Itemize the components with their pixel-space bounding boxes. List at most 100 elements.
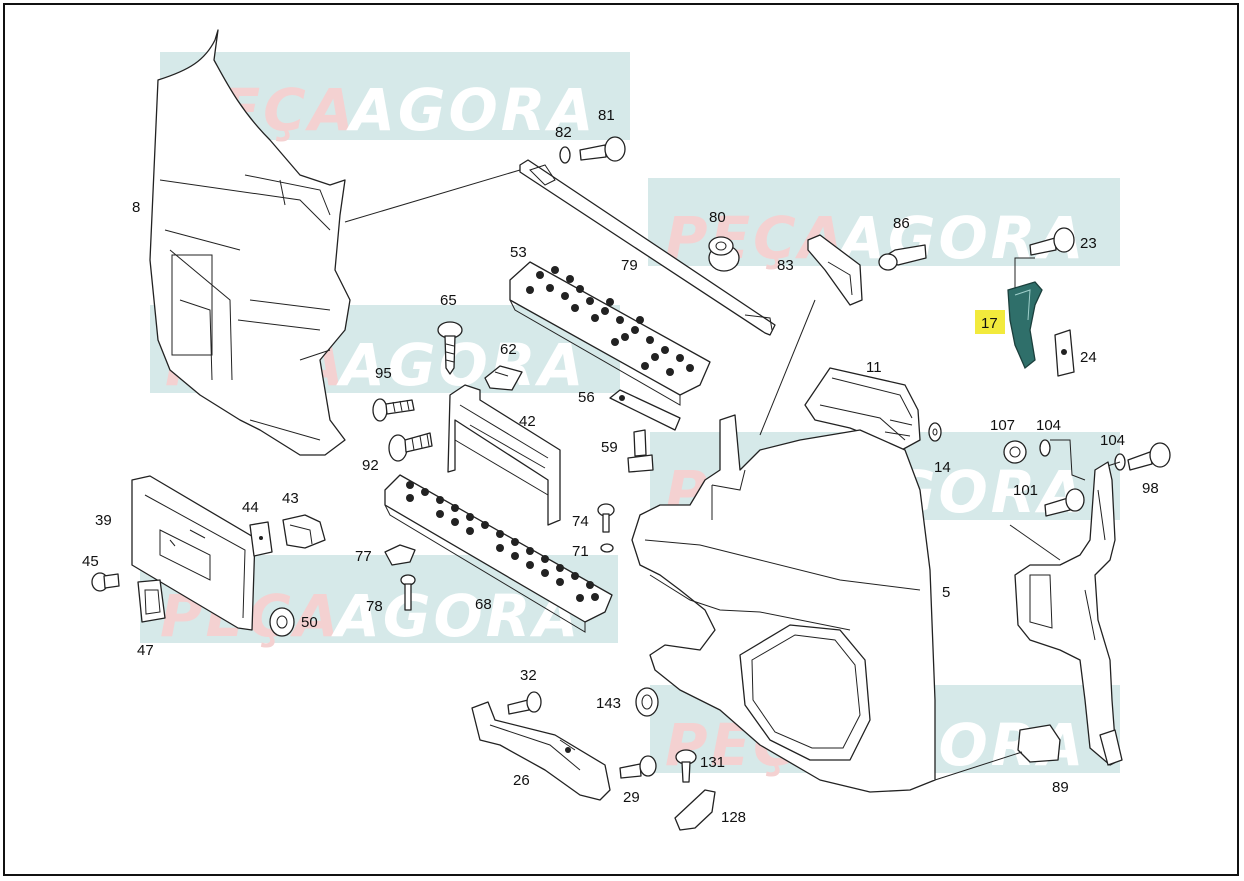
part-label: 143 [596, 695, 621, 712]
part-label: 98 [1142, 480, 1159, 497]
diagram-frame [3, 3, 1239, 876]
part-24-clip[interactable] [1054, 329, 1075, 377]
part-label: 82 [555, 124, 572, 141]
part-59-bolt[interactable] [627, 429, 654, 473]
part-26-bracket[interactable] [471, 701, 611, 801]
leader-line [1009, 524, 1061, 561]
part-14-washer[interactable] [928, 422, 942, 442]
part-77-clip[interactable] [384, 544, 416, 566]
leader-line [1014, 257, 1035, 290]
part-label: 53 [510, 244, 527, 261]
part-11-corner-cap[interactable] [804, 367, 921, 453]
leader-line [344, 169, 521, 223]
part-label: 43 [282, 490, 299, 507]
part-label: 128 [721, 809, 746, 826]
part-79-bar[interactable] [519, 159, 776, 336]
part-82-washer[interactable] [559, 146, 571, 164]
part-43-clip[interactable] [282, 514, 326, 549]
part-17-bracket-highlighted[interactable] [1007, 281, 1043, 370]
part-44-plate[interactable] [249, 521, 273, 557]
part-47-clip[interactable] [137, 579, 166, 623]
part-label: 107 [990, 417, 1015, 434]
part-label: 74 [572, 513, 589, 530]
part-label: 45 [82, 553, 99, 570]
part-label: 77 [355, 548, 372, 565]
part-98-bolt[interactable] [1127, 442, 1171, 471]
part-65-screw[interactable] [437, 321, 463, 375]
leader-line [934, 751, 1023, 781]
part-label: 95 [375, 365, 392, 382]
part-56-bar[interactable] [609, 389, 681, 431]
part-label: 131 [700, 754, 725, 771]
part-8-left-panel[interactable] [149, 29, 351, 456]
part-53-upper-step[interactable] [509, 261, 711, 406]
part-label: 101 [1013, 482, 1038, 499]
part-131-screw[interactable] [675, 749, 697, 783]
part-92-screw[interactable] [388, 432, 433, 462]
part-label: 89 [1052, 779, 1069, 796]
part-label: 24 [1080, 349, 1097, 366]
part-label: 8 [132, 199, 140, 216]
part-45-screw[interactable] [91, 572, 120, 592]
part-68-lower-step[interactable] [384, 474, 613, 633]
part-label: 42 [519, 413, 536, 430]
part-label: 81 [598, 107, 615, 124]
part-label: 32 [520, 667, 537, 684]
part-104-washer[interactable] [1039, 439, 1051, 457]
part-81-bolt[interactable] [579, 136, 626, 162]
part-label: 50 [301, 614, 318, 631]
part-78-bolt[interactable] [400, 574, 416, 611]
part-label: 23 [1080, 235, 1097, 252]
part-label: 62 [500, 341, 517, 358]
part-62-clip[interactable] [484, 365, 523, 391]
part-label: 71 [572, 543, 589, 560]
part-label: 14 [934, 459, 951, 476]
part-label: 92 [362, 457, 379, 474]
part-86-clip[interactable] [878, 244, 927, 271]
part-95-screw[interactable] [372, 398, 415, 422]
part-label: 68 [475, 596, 492, 613]
part-50-nut[interactable] [269, 607, 295, 637]
watermark-word-b: AGORA [336, 331, 586, 399]
part-83-bracket[interactable] [807, 234, 863, 306]
highlight-box [975, 310, 1005, 334]
part-29-bolt[interactable] [619, 755, 657, 779]
part-label: 86 [893, 215, 910, 232]
part-39-plate[interactable] [131, 475, 256, 631]
part-label: 44 [242, 499, 259, 516]
part-label: 26 [513, 772, 530, 789]
part-label: 5 [942, 584, 950, 601]
part-74-bolt[interactable] [597, 503, 615, 533]
watermark-word-b: AGORA [346, 76, 596, 144]
part-label: 65 [440, 292, 457, 309]
part-101-bolt[interactable] [1044, 488, 1085, 517]
part-label: 11 [866, 359, 882, 376]
leader-line [759, 299, 816, 436]
part-label: 39 [95, 512, 112, 529]
part-label: 29 [623, 789, 640, 806]
part-32-bolt[interactable] [507, 691, 542, 715]
part-label: 80 [709, 209, 726, 226]
part-89-bracket-assembly[interactable] [1014, 461, 1123, 766]
part-label: 104 [1100, 432, 1125, 449]
part-label-highlighted: 17 [981, 315, 998, 332]
part-label: 104 [1036, 417, 1061, 434]
part-107-nut[interactable] [1003, 440, 1027, 464]
watermark-word-b: AGORA [836, 204, 1086, 272]
part-5-main-bumper[interactable] [631, 414, 936, 793]
leader-line [1050, 439, 1086, 481]
part-71-washer[interactable] [600, 543, 614, 553]
part-label: 56 [578, 389, 595, 406]
part-label: 47 [137, 642, 154, 659]
part-label: 79 [621, 257, 638, 274]
part-label: 83 [777, 257, 794, 274]
part-128-bracket[interactable] [674, 789, 716, 831]
part-143-nut[interactable] [635, 687, 659, 717]
part-label: 78 [366, 598, 383, 615]
part-labels: 8 82 81 80 86 23 53 79 83 17 24 65 62 95… [82, 107, 1159, 826]
part-42-bracket[interactable] [447, 384, 561, 526]
part-label: 59 [601, 439, 618, 456]
part-23-bolt[interactable] [1029, 227, 1075, 256]
part-80-grommet[interactable] [708, 236, 740, 272]
